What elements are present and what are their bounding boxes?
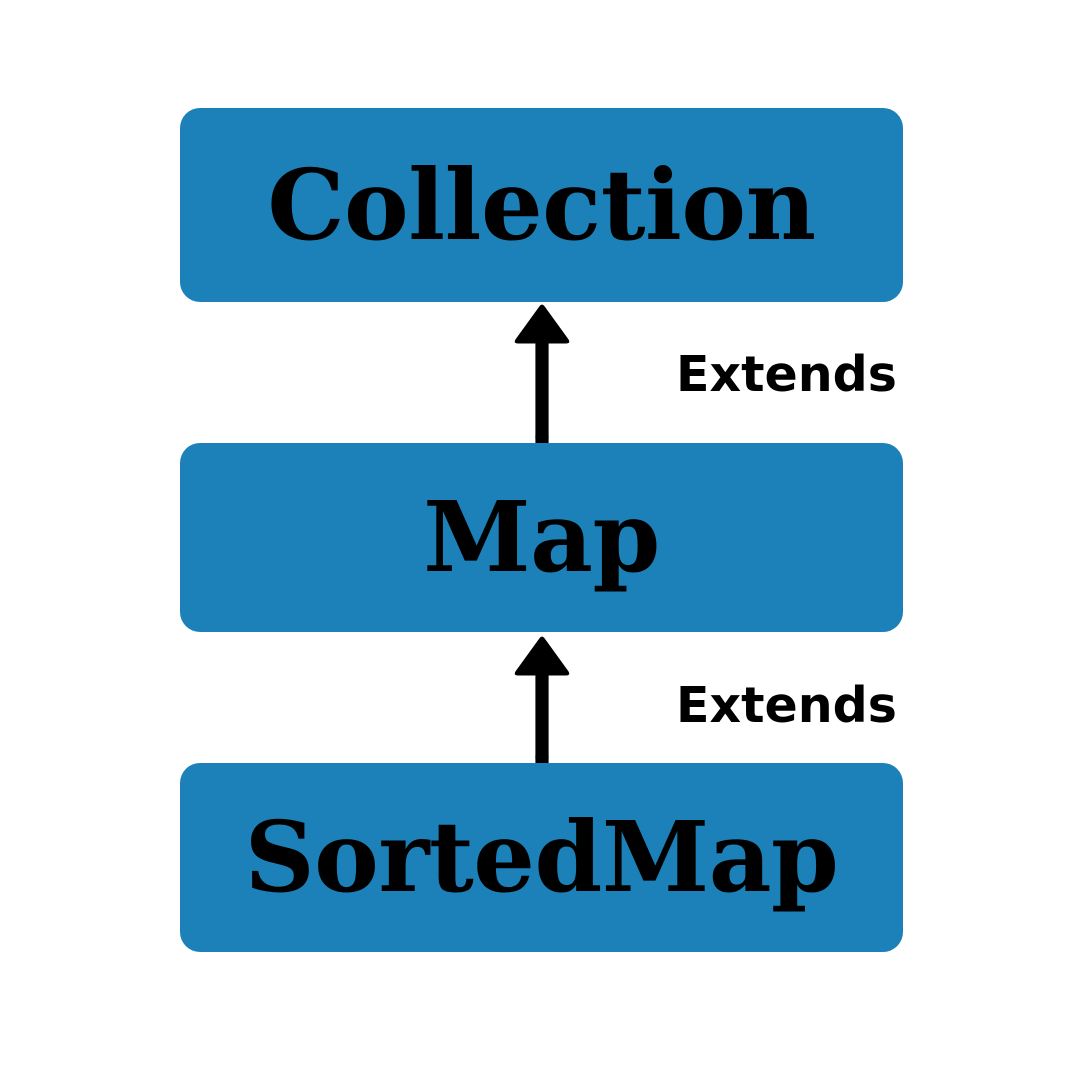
node-collection-label: Collection (267, 147, 816, 262)
up-arrow-icon (505, 303, 579, 445)
node-sortedmap[interactable]: SortedMap (180, 763, 903, 952)
edge-label-extends-1: Extends (676, 346, 897, 403)
node-collection[interactable]: Collection (180, 108, 903, 302)
node-map[interactable]: Map (180, 443, 903, 632)
edge-label-extends-2: Extends (676, 677, 897, 734)
up-arrow-icon (505, 635, 579, 765)
node-map-label: Map (423, 480, 660, 594)
node-sortedmap-label: SortedMap (244, 800, 839, 914)
